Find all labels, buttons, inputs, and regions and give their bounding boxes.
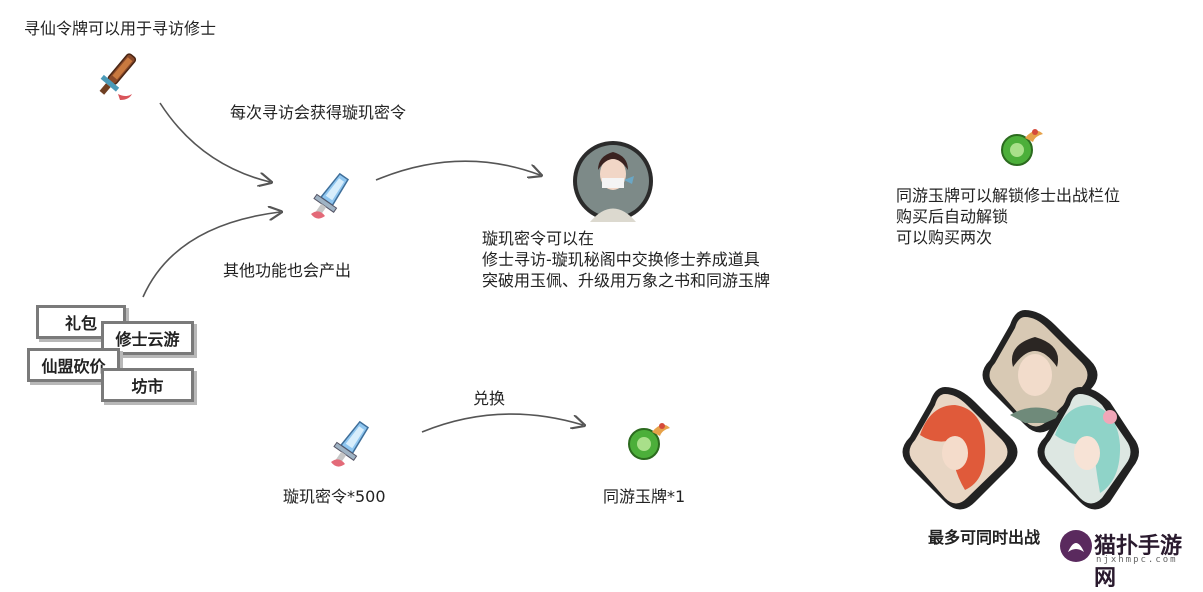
crystal-sword-icon (331, 420, 370, 467)
watermark-sub: njxhmpc.com (1096, 555, 1178, 565)
source-box-wandering: 修士云游 (101, 321, 194, 355)
green-jade-icon (1001, 129, 1043, 166)
jade-desc-line-3: 可以购买两次 (896, 228, 993, 247)
reward-label: 同游玉牌*1 (603, 487, 686, 506)
arrow-exchange (421, 413, 583, 433)
portrait-right (1037, 387, 1139, 510)
portrait-left (902, 387, 1018, 510)
jade-desc-line-1: 同游玉牌可以解锁修士出战栏位 (896, 186, 1121, 205)
order-uses-line-3: 突破用玉佩、升级用万象之书和同游玉牌 (482, 271, 771, 290)
order-uses-line-1: 璇玑密令可以在 (482, 229, 595, 248)
source-box-market: 坊市 (101, 368, 194, 402)
other-sources-text: 其他功能也会产出 (223, 261, 352, 280)
battle-slots-portraits (902, 310, 1139, 510)
exchange-label: 兑换 (473, 389, 506, 408)
crystal-sword-icon (311, 172, 350, 219)
cost-label: 璇玑密令*500 (283, 487, 386, 506)
token-usage-text: 寻仙令牌可以用于寻访修士 (24, 19, 217, 38)
arrow-token-to-order (159, 102, 270, 182)
watermark: 猫扑手游网 njxhmpc.com (1056, 524, 1202, 591)
cultivator-portrait-icon (573, 141, 653, 222)
arrow-order-to-portrait (375, 160, 540, 181)
source-box-alliance-bargain: 仙盟砍价 (27, 348, 120, 382)
max-battle-text: 最多可同时出战 (928, 528, 1041, 547)
sword-token-icon (99, 53, 137, 100)
order-uses-line-2: 修士寻访-璇玑秘阁中交换修士养成道具 (482, 250, 760, 269)
green-jade-icon (628, 423, 670, 460)
flow-arrows (142, 102, 1203, 433)
arrow-sources-to-order (142, 212, 280, 298)
watermark-logo-icon (1060, 530, 1092, 562)
each-visit-text: 每次寻访会获得璇玑密令 (230, 103, 407, 122)
jade-desc-line-2: 购买后自动解锁 (896, 207, 1009, 226)
